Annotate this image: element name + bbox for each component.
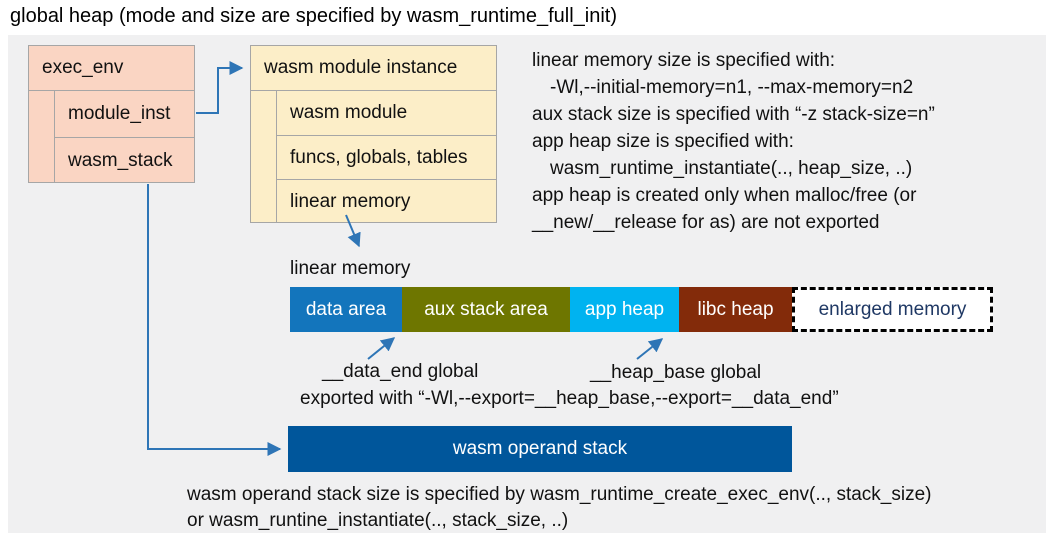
segment-enlarged-memory: enlarged memory xyxy=(792,287,993,332)
exported-with-label: exported with “-Wl,--export=__heap_base,… xyxy=(300,388,839,409)
info-line: wasm_runtime_instantiate(.., heap_size, … xyxy=(550,158,913,179)
operand-stack-note: wasm operand stack size is specified by … xyxy=(187,482,932,534)
info-line: app heap size is specified with: xyxy=(532,131,794,152)
segment-libc-heap: libc heap xyxy=(679,287,792,332)
info-line: __new/__release for as) are not exported xyxy=(532,212,880,233)
segment-aux-stack-area: aux stack area xyxy=(402,287,570,332)
info-line: linear memory size is specified with: xyxy=(532,50,836,71)
info-line: app heap is created only when malloc/fre… xyxy=(532,185,917,206)
module-instance-field-linear-memory: linear memory xyxy=(276,179,496,223)
exec-env-box: exec_env module_inst wasm_stack xyxy=(28,45,195,183)
segment-data-area: data area xyxy=(290,287,402,332)
page-title: global heap (mode and size are specified… xyxy=(10,5,617,27)
operand-stack-note-line1: wasm operand stack size is specified by … xyxy=(187,484,932,505)
module-instance-cells: wasm module funcs, globals, tables linea… xyxy=(276,91,496,223)
module-instance-field-wasm-module: wasm module xyxy=(276,91,496,135)
exec-env-cells: module_inst wasm_stack xyxy=(54,91,194,183)
linear-memory-bar: data area aux stack area app heap libc h… xyxy=(290,287,993,332)
data-end-global-label: __data_end global xyxy=(322,361,479,382)
module-instance-field-funcs-globals-tables: funcs, globals, tables xyxy=(276,135,496,179)
wasm-operand-stack-bar: wasm operand stack xyxy=(288,426,792,472)
exec-env-field-wasm-stack: wasm_stack xyxy=(54,137,194,183)
linear-memory-label: linear memory xyxy=(290,258,411,279)
info-line: -Wl,--initial-memory=n1, --max-memory=n2 xyxy=(550,77,914,98)
segment-app-heap: app heap xyxy=(570,287,679,332)
info-line: aux stack size is specified with “-z sta… xyxy=(532,104,935,125)
exec-env-header: exec_env xyxy=(29,46,194,91)
module-instance-box: wasm module instance wasm module funcs, … xyxy=(250,45,497,223)
exec-env-field-module-inst: module_inst xyxy=(54,91,194,137)
memory-info-text: linear memory size is specified with: -W… xyxy=(532,47,935,236)
operand-stack-note-line2: or wasm_runtine_instantiate(.., stack_si… xyxy=(187,510,569,531)
module-instance-header: wasm module instance xyxy=(251,46,496,91)
heap-base-global-label: __heap_base global xyxy=(590,362,762,383)
